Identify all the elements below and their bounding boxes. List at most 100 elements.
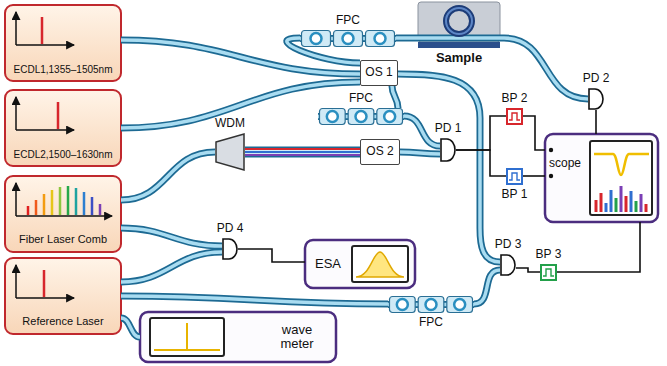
scope-screen	[590, 141, 652, 215]
fiber-cladding	[121, 318, 140, 337]
bar	[605, 203, 608, 212]
wavelength-channel	[245, 148, 360, 150]
fiber-core	[121, 228, 222, 246]
fiber-core	[392, 86, 398, 108]
comb-tooth	[59, 187, 62, 215]
axis	[16, 44, 74, 46]
band-pass-filter: BP 2	[506, 108, 523, 125]
node-label: PD 4	[217, 222, 244, 236]
node-label: Reference Laser	[8, 315, 118, 328]
optical-switch: OS 1	[360, 60, 398, 86]
laser-box: Fiber Laser Comb	[5, 176, 121, 252]
comb-tooth	[75, 188, 78, 215]
laser-panel	[5, 176, 121, 252]
axis	[15, 183, 17, 216]
node-label: ECDL1,1355–1505nm	[8, 64, 118, 76]
optical-fiber	[121, 228, 222, 246]
band-pass-filter: BP 3	[540, 264, 557, 281]
node-label: PD 3	[495, 238, 522, 252]
polarization-controller: FPC	[388, 296, 474, 313]
fiber-core	[245, 148, 360, 156]
electrical-wire	[456, 116, 506, 150]
fiber-cladding	[121, 252, 222, 282]
fiber-cladding	[392, 86, 398, 108]
node-label: FPC	[349, 92, 373, 106]
spectral-line	[57, 102, 60, 129]
instrument-box: scope	[545, 134, 658, 222]
polarization-controller-shape	[300, 30, 396, 47]
band-pass-filter: BP 1	[506, 168, 523, 185]
esa-screen	[352, 246, 408, 282]
fiber-core	[398, 74, 500, 262]
node-label: PD 2	[583, 72, 610, 86]
fiber-cladding	[121, 228, 222, 246]
photodetector-shape	[588, 88, 604, 110]
optical-fiber	[474, 270, 500, 304]
fiber-cladding	[121, 296, 388, 304]
node-label: scope	[549, 157, 581, 171]
axis	[15, 97, 17, 130]
input-dot	[549, 174, 553, 178]
wdm-demux: WDM	[215, 133, 245, 171]
wire-path	[523, 116, 545, 150]
node-label: FPC	[419, 316, 443, 330]
wire-path	[238, 249, 305, 262]
laser-panel	[5, 258, 121, 334]
comb-tooth	[51, 190, 54, 215]
comb-tooth	[27, 206, 30, 215]
optical-fiber	[396, 38, 414, 39]
spectral-line	[41, 17, 44, 44]
optical-fiber	[398, 74, 500, 262]
bar	[630, 191, 633, 212]
comb-tooth	[43, 194, 46, 215]
comb-tooth	[67, 186, 70, 215]
photodetector-shape	[222, 238, 238, 260]
bar	[635, 201, 638, 212]
fiber-cladding	[400, 152, 440, 154]
fiber-core	[121, 252, 222, 282]
node-label: WDM	[215, 117, 245, 131]
axis	[16, 297, 74, 299]
fiber-cladding	[396, 35, 414, 42]
laser-panel	[5, 5, 121, 81]
instrument-box: ESA	[305, 240, 415, 288]
node-label: FPC	[336, 14, 360, 28]
wire-path	[516, 268, 540, 272]
bar	[610, 190, 613, 212]
optical-fiber	[121, 318, 140, 337]
fiber-cladding	[121, 152, 215, 200]
electrical-wire	[523, 116, 545, 150]
fiber-core	[474, 270, 500, 304]
photodetector-shape	[440, 138, 456, 162]
photodetector: PD 2	[588, 88, 604, 110]
electrical-wire	[596, 110, 597, 134]
bar	[640, 194, 643, 212]
fiber-cladding	[404, 116, 440, 146]
comb-tooth	[99, 204, 102, 215]
fiber-bundle	[245, 147, 360, 158]
wavelength-channel	[245, 154, 360, 156]
electrical-wire	[516, 268, 540, 272]
wire-path	[456, 116, 506, 150]
instrument-panel	[140, 312, 336, 362]
axis	[16, 129, 74, 131]
wire-path	[456, 150, 506, 176]
peak-line	[186, 323, 188, 350]
comb-lines	[28, 186, 100, 215]
polarization-controller: FPC	[300, 30, 396, 47]
optical-switch: OS 2	[360, 139, 400, 165]
wire-path	[595, 110, 597, 134]
optical-fiber	[245, 149, 360, 155]
node-label: Sample	[436, 51, 482, 66]
axis	[16, 215, 112, 217]
band-pass-filter-shape	[506, 108, 523, 125]
fiber-core	[121, 296, 388, 304]
polarization-controller-shape	[318, 108, 404, 125]
node-label: wave meter	[268, 323, 326, 352]
instrument-panel	[305, 240, 415, 288]
laser-box: ECDL1,1355–1505nm	[5, 5, 121, 81]
instrument-panel	[545, 134, 658, 222]
wavemeter-trace	[154, 323, 220, 350]
comb-tooth	[83, 192, 86, 215]
